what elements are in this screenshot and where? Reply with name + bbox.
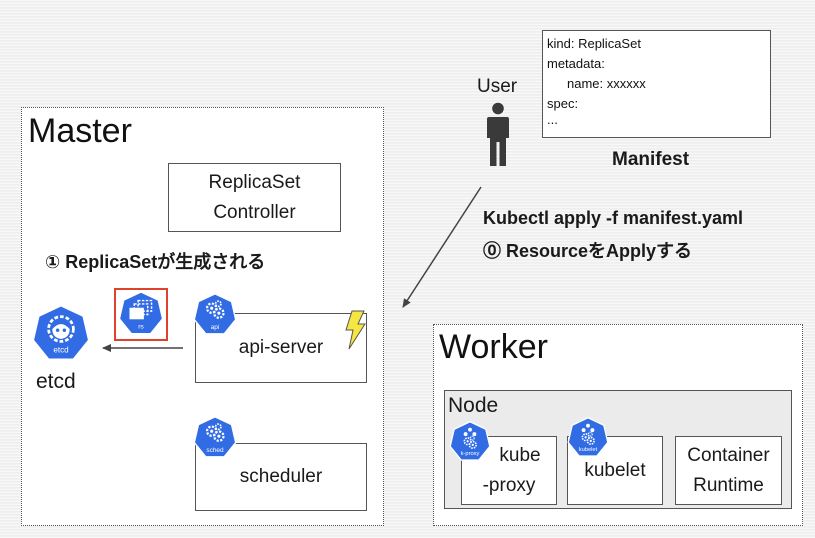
api-server-label: api-server [238,337,324,358]
api-to-etcd-arrow [102,344,183,352]
kubelet-label: kubelet [584,459,646,481]
lightning-icon [343,310,367,350]
container-runtime-label-1: Container [687,444,770,466]
api-server-icon[interactable]: api [192,292,238,338]
kproxy-icon-label: k-proxy [461,451,480,457]
step0-annotation: ⓪ ResourceをApplyする [483,241,693,261]
container-runtime-box[interactable]: Container Runtime [675,436,782,505]
manifest-line-kind: kind: ReplicaSet [547,36,641,51]
api-icon-label: api [211,324,220,331]
kubelet-icon[interactable]: kubelet [566,416,610,460]
replicaset-icon[interactable]: rs [117,290,165,338]
manifest-box[interactable]: kind: ReplicaSet metadata: name: xxxxxx … [542,30,771,138]
kube-proxy-icon[interactable]: k-proxy [448,420,492,464]
manifest-title: Manifest [612,149,690,170]
master-title: Master [28,112,132,150]
rs-highlight-frame [114,288,168,341]
manifest-line-metadata: metadata: [547,56,605,71]
node-title: Node [448,394,499,417]
kube-proxy-label-1: kube [499,444,541,466]
replicaset-controller-label-1: ReplicaSet [208,171,301,193]
worker-title: Worker [439,328,548,366]
etcd-label: etcd [36,370,76,393]
scheduler-icon[interactable]: sched [192,415,238,461]
rs-icon-label: rs [138,323,144,330]
container-runtime-label-2: Runtime [693,474,764,496]
manifest-line-name: name: xxxxxx [567,76,646,91]
etcd-icon-label: etcd [53,346,68,355]
etcd-icon[interactable]: etcd [30,303,92,365]
apply-arrow [402,186,482,308]
kube-proxy-label-2: -proxy [482,474,536,496]
replicaset-controller-label-2: Controller [213,201,296,223]
person-icon [485,102,511,168]
manifest-line-ellipsis: ... [547,112,558,127]
kubectl-command: Kubectl apply -f manifest.yaml [483,208,744,228]
user-label: User [477,76,518,97]
replicaset-controller-box[interactable]: ReplicaSet Controller [168,163,341,232]
scheduler-box[interactable]: scheduler [195,443,367,511]
kubelet-icon-label: kubelet [579,447,598,453]
sched-icon-label: sched [206,447,224,454]
scheduler-label: scheduler [239,466,323,487]
manifest-line-spec: spec: [547,96,579,111]
api-server-box[interactable]: api-server [195,313,367,383]
step1-annotation: ① ReplicaSetが生成される [45,252,266,272]
